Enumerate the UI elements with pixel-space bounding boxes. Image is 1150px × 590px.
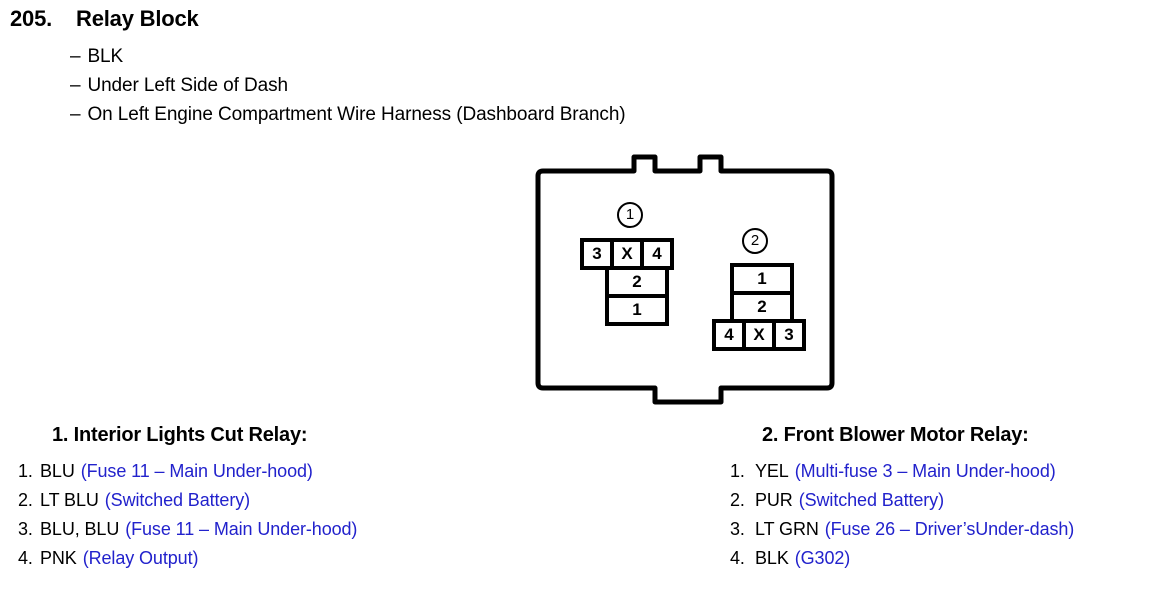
legend-left-item: 2. LT BLU(Switched Battery) [0, 486, 560, 515]
circuit-description: (Fuse 11 – Main Under-hood) [80, 461, 313, 481]
legend-left-item: 1. BLU(Fuse 11 – Main Under-hood) [0, 457, 560, 486]
header-bullet: –Under Left Side of Dash [70, 71, 626, 100]
circuit-description: (Switched Battery) [104, 490, 251, 510]
wire-color: PNK [40, 548, 77, 568]
item-title: Relay Block [76, 6, 199, 31]
dash-bullet-icon: – [70, 104, 81, 125]
legend-left-title: 1. Interior Lights Cut Relay: [52, 424, 308, 446]
wire-color: YEL [755, 461, 789, 481]
wire-color: LT BLU [40, 490, 99, 510]
circuit-description: (Fuse 26 – Driver’sUnder-dash) [824, 519, 1075, 539]
legend-front-blower-motor-relay: 2. Front Blower Motor Relay: 1. YEL(Multi… [710, 424, 1150, 573]
wire-color: PUR [755, 490, 793, 510]
legend-left-list: 1.BLU(Fuse 11 – Main Under-hood) 2.LT BL… [0, 457, 560, 573]
wire-color: LT GRN [755, 519, 819, 539]
pin-number: 1. [18, 461, 33, 481]
connector1-pin-1: 1 [605, 294, 669, 326]
item-number: 205. [10, 6, 53, 31]
connector1-pin-4: 4 [640, 238, 674, 270]
connector2-pin-4: 4 [712, 319, 746, 351]
connector-marker-1: 1 [617, 202, 643, 228]
connector2-pin-3: 3 [772, 319, 806, 351]
circuit-description: (Switched Battery) [798, 490, 944, 510]
circuit-description: (G302) [794, 548, 851, 568]
legend-left-item: 3. BLU, BLU(Fuse 11 – Main Under-hood) [0, 515, 560, 544]
dash-bullet-icon: – [70, 46, 81, 67]
header-bullet-list: –BLK –Under Left Side of Dash –On Left E… [70, 42, 626, 129]
legend-right-list: 1. YEL(Multi-fuse 3 – Main Under-hood) 2.… [710, 457, 1150, 573]
legend-right-item: 3. LT GRN(Fuse 26 – Driver’sUnder-dash) [710, 515, 1150, 544]
relay-block-connector-diagram: 1 2 3 X 4 2 1 1 2 4 X 3 [520, 140, 870, 410]
page-title: 205. Relay Block [10, 6, 199, 32]
legend-left-item: 4. PNK(Relay Output) [0, 544, 560, 573]
pin-number: 3. [18, 519, 33, 539]
connector-housing-outline [535, 154, 835, 405]
pin-number: 1. [730, 461, 745, 481]
header-bullet-text: Under Left Side of Dash [87, 75, 288, 96]
connector2-pin-x: X [742, 319, 776, 351]
header-bullet: –On Left Engine Compartment Wire Harness… [70, 100, 626, 129]
connector2-pin-2: 2 [730, 291, 794, 323]
wire-color: BLK [755, 548, 789, 568]
pin-number: 2. [730, 490, 745, 510]
dash-bullet-icon: – [70, 75, 81, 96]
legend-right-item: 2. PUR(Switched Battery) [710, 486, 1150, 515]
header-bullet-text: On Left Engine Compartment Wire Harness … [87, 104, 626, 125]
circuit-description: (Relay Output) [82, 548, 199, 568]
legend-interior-lights-cut-relay: 1. Interior Lights Cut Relay: 1.BLU(Fuse… [0, 424, 560, 573]
legend-right-item: 1. YEL(Multi-fuse 3 – Main Under-hood) [710, 457, 1150, 486]
pin-number: 2. [18, 490, 33, 510]
pin-number: 3. [730, 519, 745, 539]
header-bullet: –BLK [70, 42, 626, 71]
wire-color: BLU, BLU [40, 519, 120, 539]
circuit-description: (Multi-fuse 3 – Main Under-hood) [794, 461, 1056, 481]
circuit-description: (Fuse 11 – Main Under-hood) [125, 519, 358, 539]
connector-marker-2: 2 [742, 228, 768, 254]
legend-right-item: 4. BLK(G302) [710, 544, 1150, 573]
pin-number: 4. [18, 548, 33, 568]
header-bullet-text: BLK [87, 46, 124, 67]
wire-color: BLU [40, 461, 75, 481]
pin-number: 4. [730, 548, 745, 568]
legend-right-title: 2. Front Blower Motor Relay: [762, 424, 1029, 446]
